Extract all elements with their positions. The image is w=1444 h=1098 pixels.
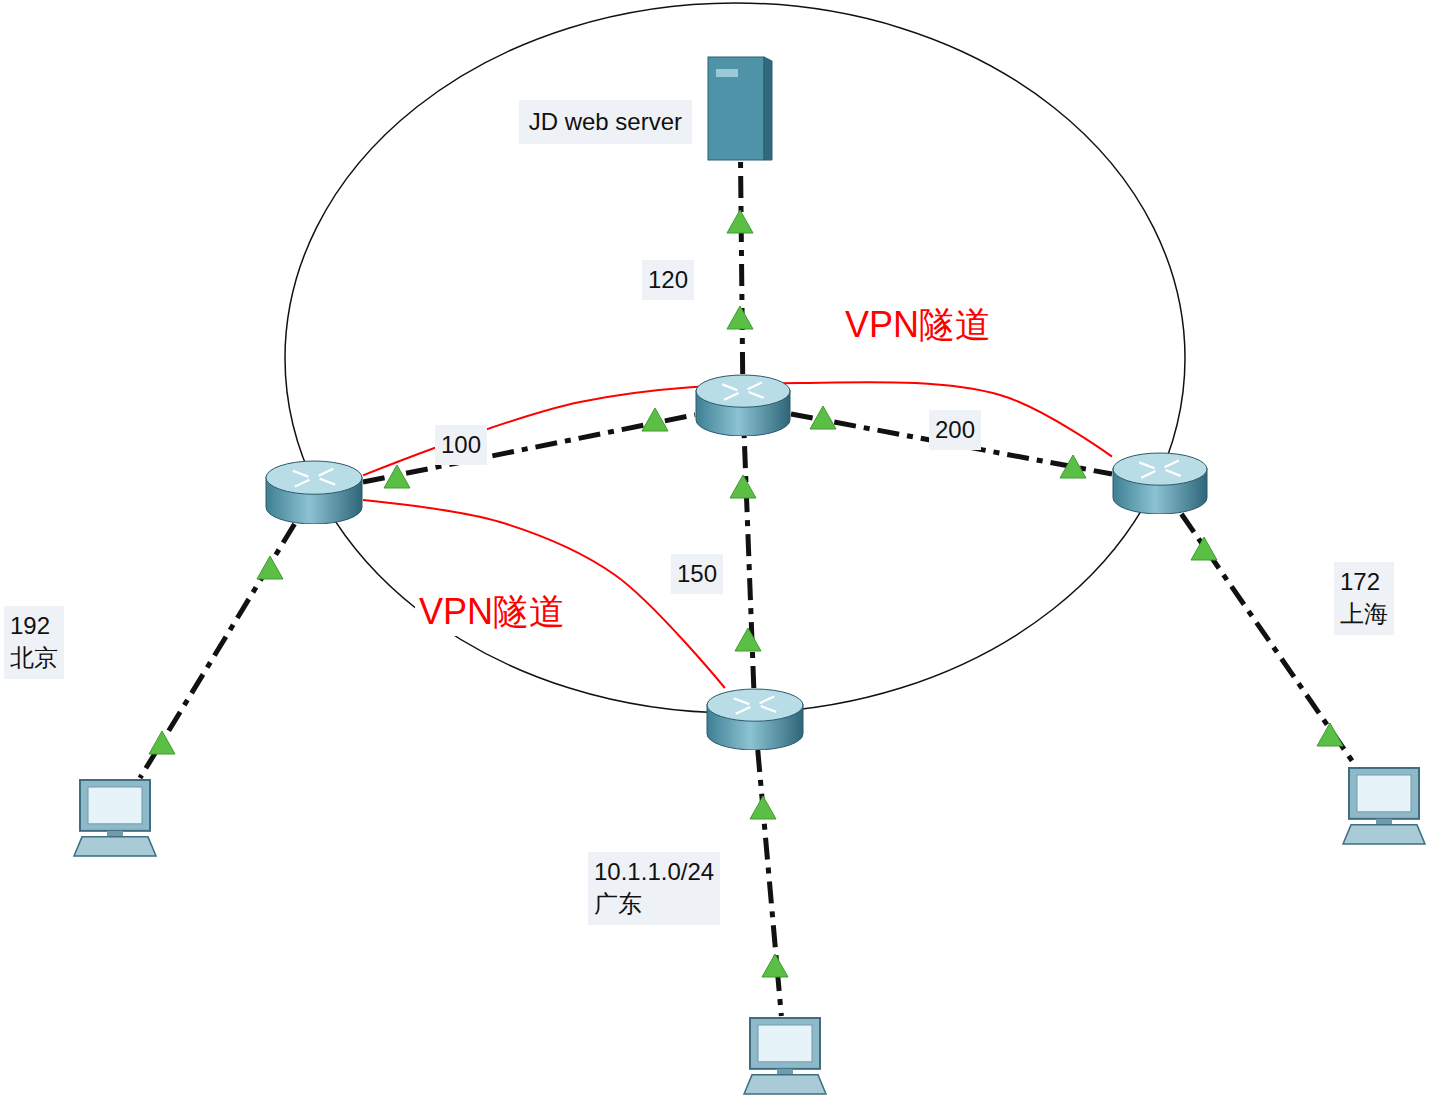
pc-node — [1337, 766, 1431, 848]
edge-label-holder: VPN隧道 — [841, 301, 995, 350]
link-status-triangle — [384, 465, 410, 488]
link-cost: 200 — [929, 410, 981, 450]
pc-stand — [777, 1069, 793, 1075]
link-status-triangle — [642, 408, 668, 431]
link-cost: 150 — [671, 554, 723, 594]
link-status-triangle — [727, 210, 753, 233]
router-arrow — [734, 698, 749, 704]
network-label: 10.1.1.0/24 广东 — [588, 852, 720, 925]
router-arrow — [295, 480, 310, 487]
router-icon — [695, 374, 791, 436]
router-arrow — [761, 706, 776, 712]
router-icon — [265, 460, 363, 524]
pc-screen — [758, 1025, 812, 1062]
edge-label-holder: 200 — [929, 410, 981, 450]
router-top — [266, 461, 362, 494]
network-link — [140, 524, 295, 778]
network-link — [1181, 514, 1355, 766]
router-arrow — [1166, 470, 1181, 476]
pc-keyboard — [744, 1075, 826, 1094]
link-cost: 120 — [642, 260, 694, 300]
link-status-triangle — [735, 628, 761, 651]
router-arrow — [748, 382, 762, 389]
router-arrow — [319, 469, 334, 476]
router-node — [265, 460, 363, 524]
link-status-triangle — [149, 731, 175, 754]
link-cost: 100 — [435, 425, 487, 465]
router-node — [1112, 452, 1208, 514]
router-arrow — [722, 384, 737, 390]
link-status-triangle — [1317, 723, 1343, 746]
link-status-triangle — [1191, 537, 1217, 560]
edge-label-holder: 150 — [671, 554, 723, 594]
router-arrow — [1141, 471, 1155, 478]
router-arrow — [736, 707, 751, 714]
pc-node — [738, 1016, 832, 1098]
router-arrow — [724, 393, 738, 400]
pc-icon — [738, 1016, 832, 1098]
pc-monitor — [80, 780, 150, 831]
server-side — [764, 57, 772, 160]
network-region — [285, 3, 1185, 713]
tunnel-label: VPN隧道 — [841, 301, 995, 350]
router-node — [706, 688, 804, 750]
tunnel-label: VPN隧道 — [415, 588, 569, 637]
link-status-triangle — [1060, 455, 1086, 478]
link-status-triangle — [730, 475, 756, 498]
node-label: JD web server — [519, 100, 692, 144]
router-arrow — [760, 696, 775, 703]
edge-label-holder: 100 — [435, 425, 487, 465]
pc-stand — [107, 831, 123, 837]
pc-monitor — [1349, 768, 1419, 819]
router-node — [695, 374, 791, 436]
router-top — [707, 689, 803, 721]
router-arrow — [293, 471, 308, 477]
pc-keyboard — [1343, 825, 1425, 844]
router-top — [1113, 453, 1207, 485]
vpn-tunnel — [363, 500, 725, 688]
pc-icon — [68, 778, 162, 860]
router-arrow — [1165, 460, 1179, 467]
router-arrow — [320, 479, 335, 485]
pc-monitor — [750, 1018, 820, 1069]
router-arrow — [1139, 462, 1154, 468]
server-slot — [716, 69, 738, 77]
network-label: 172 上海 — [1334, 562, 1394, 635]
pc-keyboard — [74, 837, 156, 856]
pc-screen — [88, 787, 142, 824]
pc-screen — [1357, 775, 1411, 812]
edge-label-holder: VPN隧道 — [415, 588, 569, 637]
server-icon — [706, 55, 774, 162]
router-arrow — [749, 392, 764, 398]
network-link — [741, 162, 743, 374]
router-icon — [706, 688, 804, 750]
link-status-triangle — [727, 306, 753, 329]
edge-label-holder: 120 — [642, 260, 694, 300]
router-icon — [1112, 452, 1208, 514]
server-front — [708, 57, 764, 160]
pc-stand — [1376, 819, 1392, 825]
edge-label-holder: 192 北京 — [4, 606, 64, 679]
edge-label-holder: 172 上海 — [1334, 562, 1394, 635]
link-status-triangle — [257, 556, 283, 579]
server-node: JD web server — [519, 55, 774, 162]
router-top — [696, 375, 790, 407]
link-status-triangle — [750, 796, 776, 819]
link-status-triangle — [810, 406, 836, 429]
pc-icon — [1337, 766, 1431, 848]
pc-node — [68, 778, 162, 860]
network-label: 192 北京 — [4, 606, 64, 679]
link-status-triangle — [762, 954, 788, 977]
edge-label-holder: 10.1.1.0/24 广东 — [588, 852, 720, 925]
